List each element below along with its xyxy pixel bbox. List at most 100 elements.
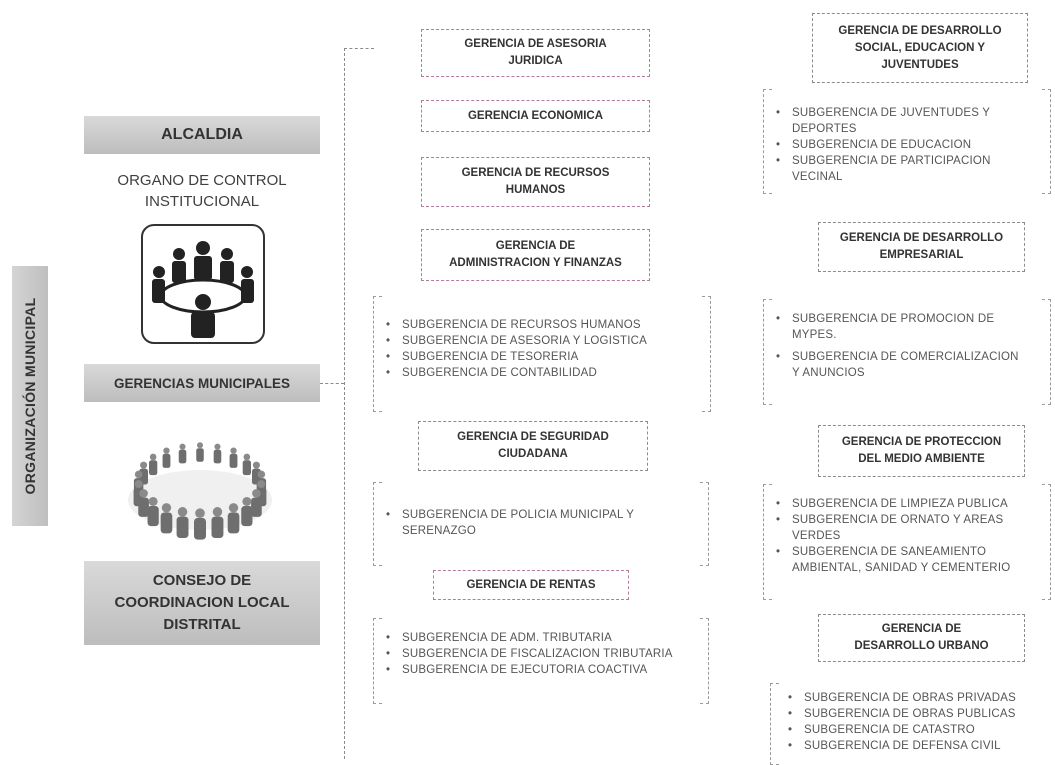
organo-control: ORGANO DE CONTROL INSTITUCIONAL (84, 170, 320, 212)
main-bracket-line (344, 48, 345, 759)
social-line-2: SOCIAL, EDUCACION Y (854, 41, 986, 54)
empresarial-sub-list: SUBGERENCIA DE PROMOCION DE MYPES. SUBGE… (770, 311, 1055, 381)
list-item: SUBGERENCIA DE ADM. TRIBUTARIA (380, 630, 710, 646)
ambiente-sub-3a: SUBGERENCIA DE SANEAMIENTO (792, 546, 987, 558)
gerencias-box: GERENCIAS MUNICIPALES (84, 364, 320, 402)
empresarial-line-2: EMPRESARIAL (879, 249, 964, 261)
asesoria-line-2: JURIDICA (508, 55, 563, 67)
bracket-left (373, 296, 382, 412)
person-figure (227, 503, 240, 534)
social-line-1: GERENCIA DE DESARROLLO (838, 24, 1002, 37)
list-item: SUBGERENCIA DE COMERCIALIZACION Y ANUNCI… (770, 349, 1055, 381)
economica-label: GERENCIA ECONOMICA (467, 109, 604, 122)
person-figure (162, 447, 171, 468)
gerencia-ambiente-box: GERENCIA DE PROTECCION DEL MEDIO AMBIENTE (818, 425, 1025, 477)
recursos-line-1: GERENCIA DE RECURSOS (461, 167, 610, 179)
person-figure (229, 447, 238, 468)
consejo-line-1: CONSEJO DE (152, 572, 252, 589)
social-sub-3b: VECINAL (792, 171, 843, 183)
person-figure (160, 503, 173, 534)
gerencia-rentas-box: GERENCIA DE RENTAS (433, 570, 629, 600)
bracket-right (1042, 89, 1051, 194)
list-item: SUBGERENCIA DE ORNATO Y AREAS VERDES (770, 512, 1055, 544)
gerencia-economica-box: GERENCIA ECONOMICA (421, 100, 650, 132)
urbano-line-1: GERENCIA DE (881, 623, 962, 635)
meeting-table-icon (141, 224, 265, 344)
person-figure (241, 496, 253, 527)
bracket-right (702, 296, 711, 412)
urbano-line-2: DESARROLLO URBANO (854, 640, 989, 652)
person-figure (176, 507, 189, 539)
organo-line-2: INSTITUCIONAL (144, 193, 260, 210)
bracket-left (763, 89, 772, 194)
seguridad-sub-line-2: SERENAZGO (402, 525, 477, 537)
list-item: SUBGERENCIA DE RECURSOS HUMANOS (380, 317, 700, 333)
person-figure (178, 443, 187, 464)
bracket-left (770, 683, 779, 765)
alcaldia-box: ALCALDIA (84, 116, 320, 154)
ambiente-sub-2b: VERDES (792, 530, 841, 542)
gerencia-seguridad-box: GERENCIA DE SEGURIDAD CIUDADANA (418, 421, 648, 471)
list-item: SUBGERENCIA DE DEFENSA CIVIL (782, 738, 1055, 754)
person-figure (211, 507, 224, 539)
connector-line (320, 383, 344, 384)
bracket-left (373, 482, 382, 566)
list-item: SUBGERENCIA DE PROMOCION DE MYPES. (770, 311, 1055, 343)
ambiente-sub-2a: SUBGERENCIA DE ORNATO Y AREAS (792, 514, 1004, 526)
main-bracket-top (344, 48, 374, 49)
list-item: SUBGERENCIA DE CATASTRO (782, 722, 1055, 738)
list-item: SUBGERENCIA DE EJECUTORIA COACTIVA (380, 662, 710, 678)
list-item: SUBGERENCIA DE PARTICIPACION VECINAL (770, 153, 1045, 185)
ambiente-sub-3b: AMBIENTAL, SANIDAD Y CEMENTERIO (792, 562, 1011, 574)
ambiente-sub-1a: SUBGERENCIA DE LIMPIEZA PUBLICA (792, 498, 1008, 510)
consejo-box: CONSEJO DE COORDINACION LOCAL DISTRITAL (84, 561, 320, 645)
list-item: SUBGERENCIA DE LIMPIEZA PUBLICA (770, 496, 1055, 512)
people-circle-icon (120, 414, 280, 554)
bracket-left (763, 299, 772, 405)
person-figure (138, 489, 149, 517)
gerencia-urbano-box: GERENCIA DE DESARROLLO URBANO (818, 614, 1025, 662)
person-figure (149, 453, 158, 476)
admin-sub-list: SUBGERENCIA DE RECURSOS HUMANOS SUBGEREN… (380, 317, 700, 381)
ambiente-line-1: GERENCIA DE PROTECCION (841, 436, 1002, 448)
seguridad-line-1: GERENCIA DE SEGURIDAD (457, 431, 609, 443)
list-item: SUBGERENCIA DE JUVENTUDES Y DEPORTES (770, 105, 1045, 137)
person-figure (194, 508, 206, 540)
gerencia-social-box: GERENCIA DE DESARROLLO SOCIAL, EDUCACION… (812, 13, 1028, 83)
social-line-3: JUVENTUDES (881, 58, 959, 71)
vertical-title: ORGANIZACIÓN MUNICIPAL (12, 266, 48, 526)
bracket-right (700, 482, 709, 566)
social-sub-2a: SUBGERENCIA DE EDUCACION (792, 139, 972, 151)
gerencias-label: GERENCIAS MUNICIPALES (113, 375, 290, 391)
urbano-sub-list: SUBGERENCIA DE OBRAS PRIVADAS SUBGERENCI… (782, 690, 1055, 754)
consejo-line-3: DISTRITAL (163, 616, 241, 633)
ambiente-sub-list: SUBGERENCIA DE LIMPIEZA PUBLICA SUBGEREN… (770, 496, 1055, 576)
social-sub-list: SUBGERENCIA DE JUVENTUDES Y DEPORTES SUB… (770, 105, 1045, 185)
empresarial-sub-2a: SUBGERENCIA DE COMERCIALIZACION (792, 351, 1019, 363)
list-item: SUBGERENCIA DE EDUCACION (770, 137, 1045, 153)
list-item: SUBGERENCIA DE TESORERIA (380, 349, 700, 365)
seguridad-sub-list: SUBGERENCIA DE POLICIA MUNICIPAL Y SEREN… (380, 507, 700, 539)
seguridad-sub-line-1: SUBGERENCIA DE POLICIA MUNICIPAL Y (402, 509, 635, 521)
list-item: SUBGERENCIA DE SANEAMIENTO AMBIENTAL, SA… (770, 544, 1055, 576)
gerencia-administracion-box: GERENCIA DE ADMINISTRACION Y FINANZAS (421, 229, 650, 281)
gerencia-recursos-box: GERENCIA DE RECURSOS HUMANOS (421, 157, 650, 207)
empresarial-sub-1a: SUBGERENCIA DE PROMOCION DE (792, 313, 995, 325)
seguridad-line-2: CIUDADANA (498, 448, 568, 460)
rentas-sub-list: SUBGERENCIA DE ADM. TRIBUTARIA SUBGERENC… (380, 630, 710, 678)
administracion-line-2: ADMINISTRACION Y FINANZAS (449, 257, 622, 269)
list-item: SUBGERENCIA DE FISCALIZACION TRIBUTARIA (380, 646, 710, 662)
social-sub-3a: SUBGERENCIA DE PARTICIPACION (792, 155, 991, 167)
ambiente-line-2: DEL MEDIO AMBIENTE (858, 453, 985, 465)
recursos-line-2: HUMANOS (505, 184, 566, 196)
list-item: SUBGERENCIA DE OBRAS PRIVADAS (782, 690, 1055, 706)
empresarial-sub-2b: Y ANUNCIOS (792, 367, 865, 379)
person-figure (147, 496, 159, 527)
list-item: SUBGERENCIA DE ASESORIA Y LOGISTICA (380, 333, 700, 349)
vertical-title-text: ORGANIZACIÓN MUNICIPAL (22, 297, 38, 495)
list-item: SUBGERENCIA DE OBRAS PUBLICAS (782, 706, 1055, 722)
person-figure (251, 489, 262, 517)
administracion-line-1: GERENCIA DE (495, 240, 576, 252)
